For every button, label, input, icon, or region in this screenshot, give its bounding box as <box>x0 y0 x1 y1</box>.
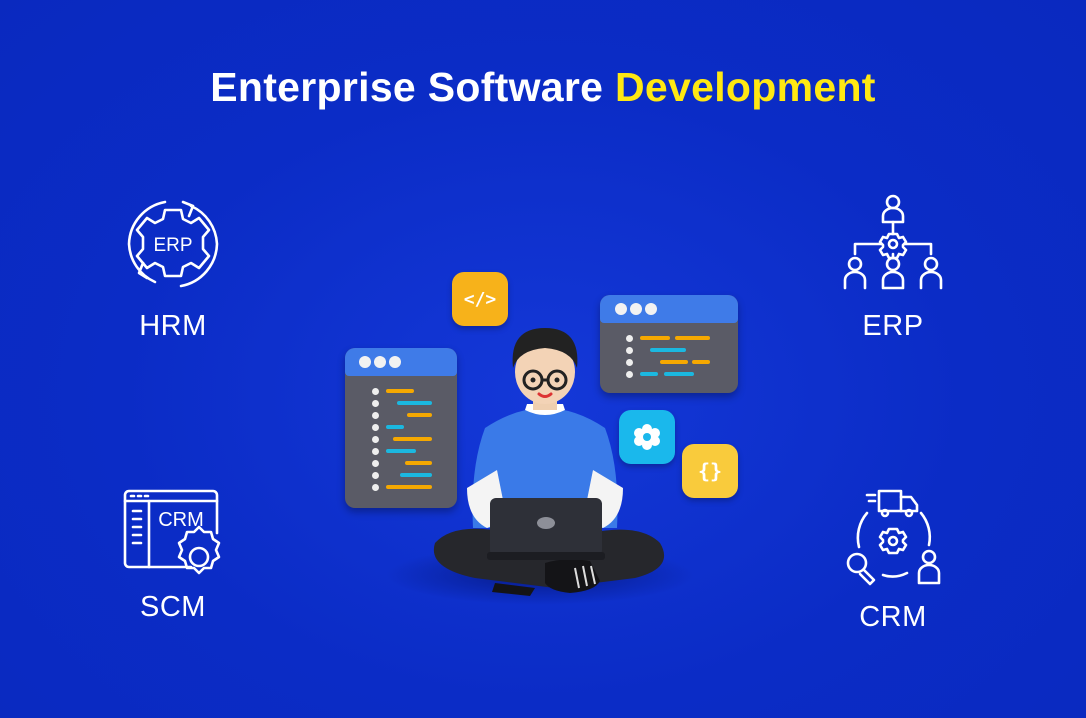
braces-badge: {} <box>682 444 738 498</box>
title-highlight: Development <box>614 64 876 110</box>
svg-text:CRM: CRM <box>158 509 204 531</box>
code-window-right <box>600 295 738 393</box>
feature-erp: ERP <box>823 192 963 343</box>
developer-illustration: </> {} <box>330 260 750 610</box>
crm-window-gear-icon: CRM <box>123 489 221 575</box>
code-window-left <box>345 348 457 508</box>
feature-label: HRM <box>139 310 207 342</box>
org-hierarchy-gear-icon <box>843 194 943 290</box>
code-tag-badge: </> <box>452 272 508 326</box>
feature-label: CRM <box>859 601 927 633</box>
gear-icon <box>634 424 660 450</box>
feature-scm: CRM SCM <box>103 487 243 624</box>
feature-crm: CRM <box>823 487 963 634</box>
title-main: Enterprise Software <box>210 64 604 110</box>
page-title: Enterprise Software Development <box>0 64 1086 111</box>
svg-text:ERP: ERP <box>153 235 192 256</box>
erp-gear-cycle-icon: ERP <box>127 200 219 288</box>
gear-badge <box>619 410 675 464</box>
feature-label: ERP <box>862 310 924 342</box>
supply-chain-cycle-icon <box>846 489 941 586</box>
developer-character <box>433 328 665 596</box>
feature-label: SCM <box>140 591 206 623</box>
feature-hrm: ERP HRM <box>103 192 243 343</box>
window-titlebar <box>600 295 738 323</box>
window-titlebar <box>345 348 457 376</box>
